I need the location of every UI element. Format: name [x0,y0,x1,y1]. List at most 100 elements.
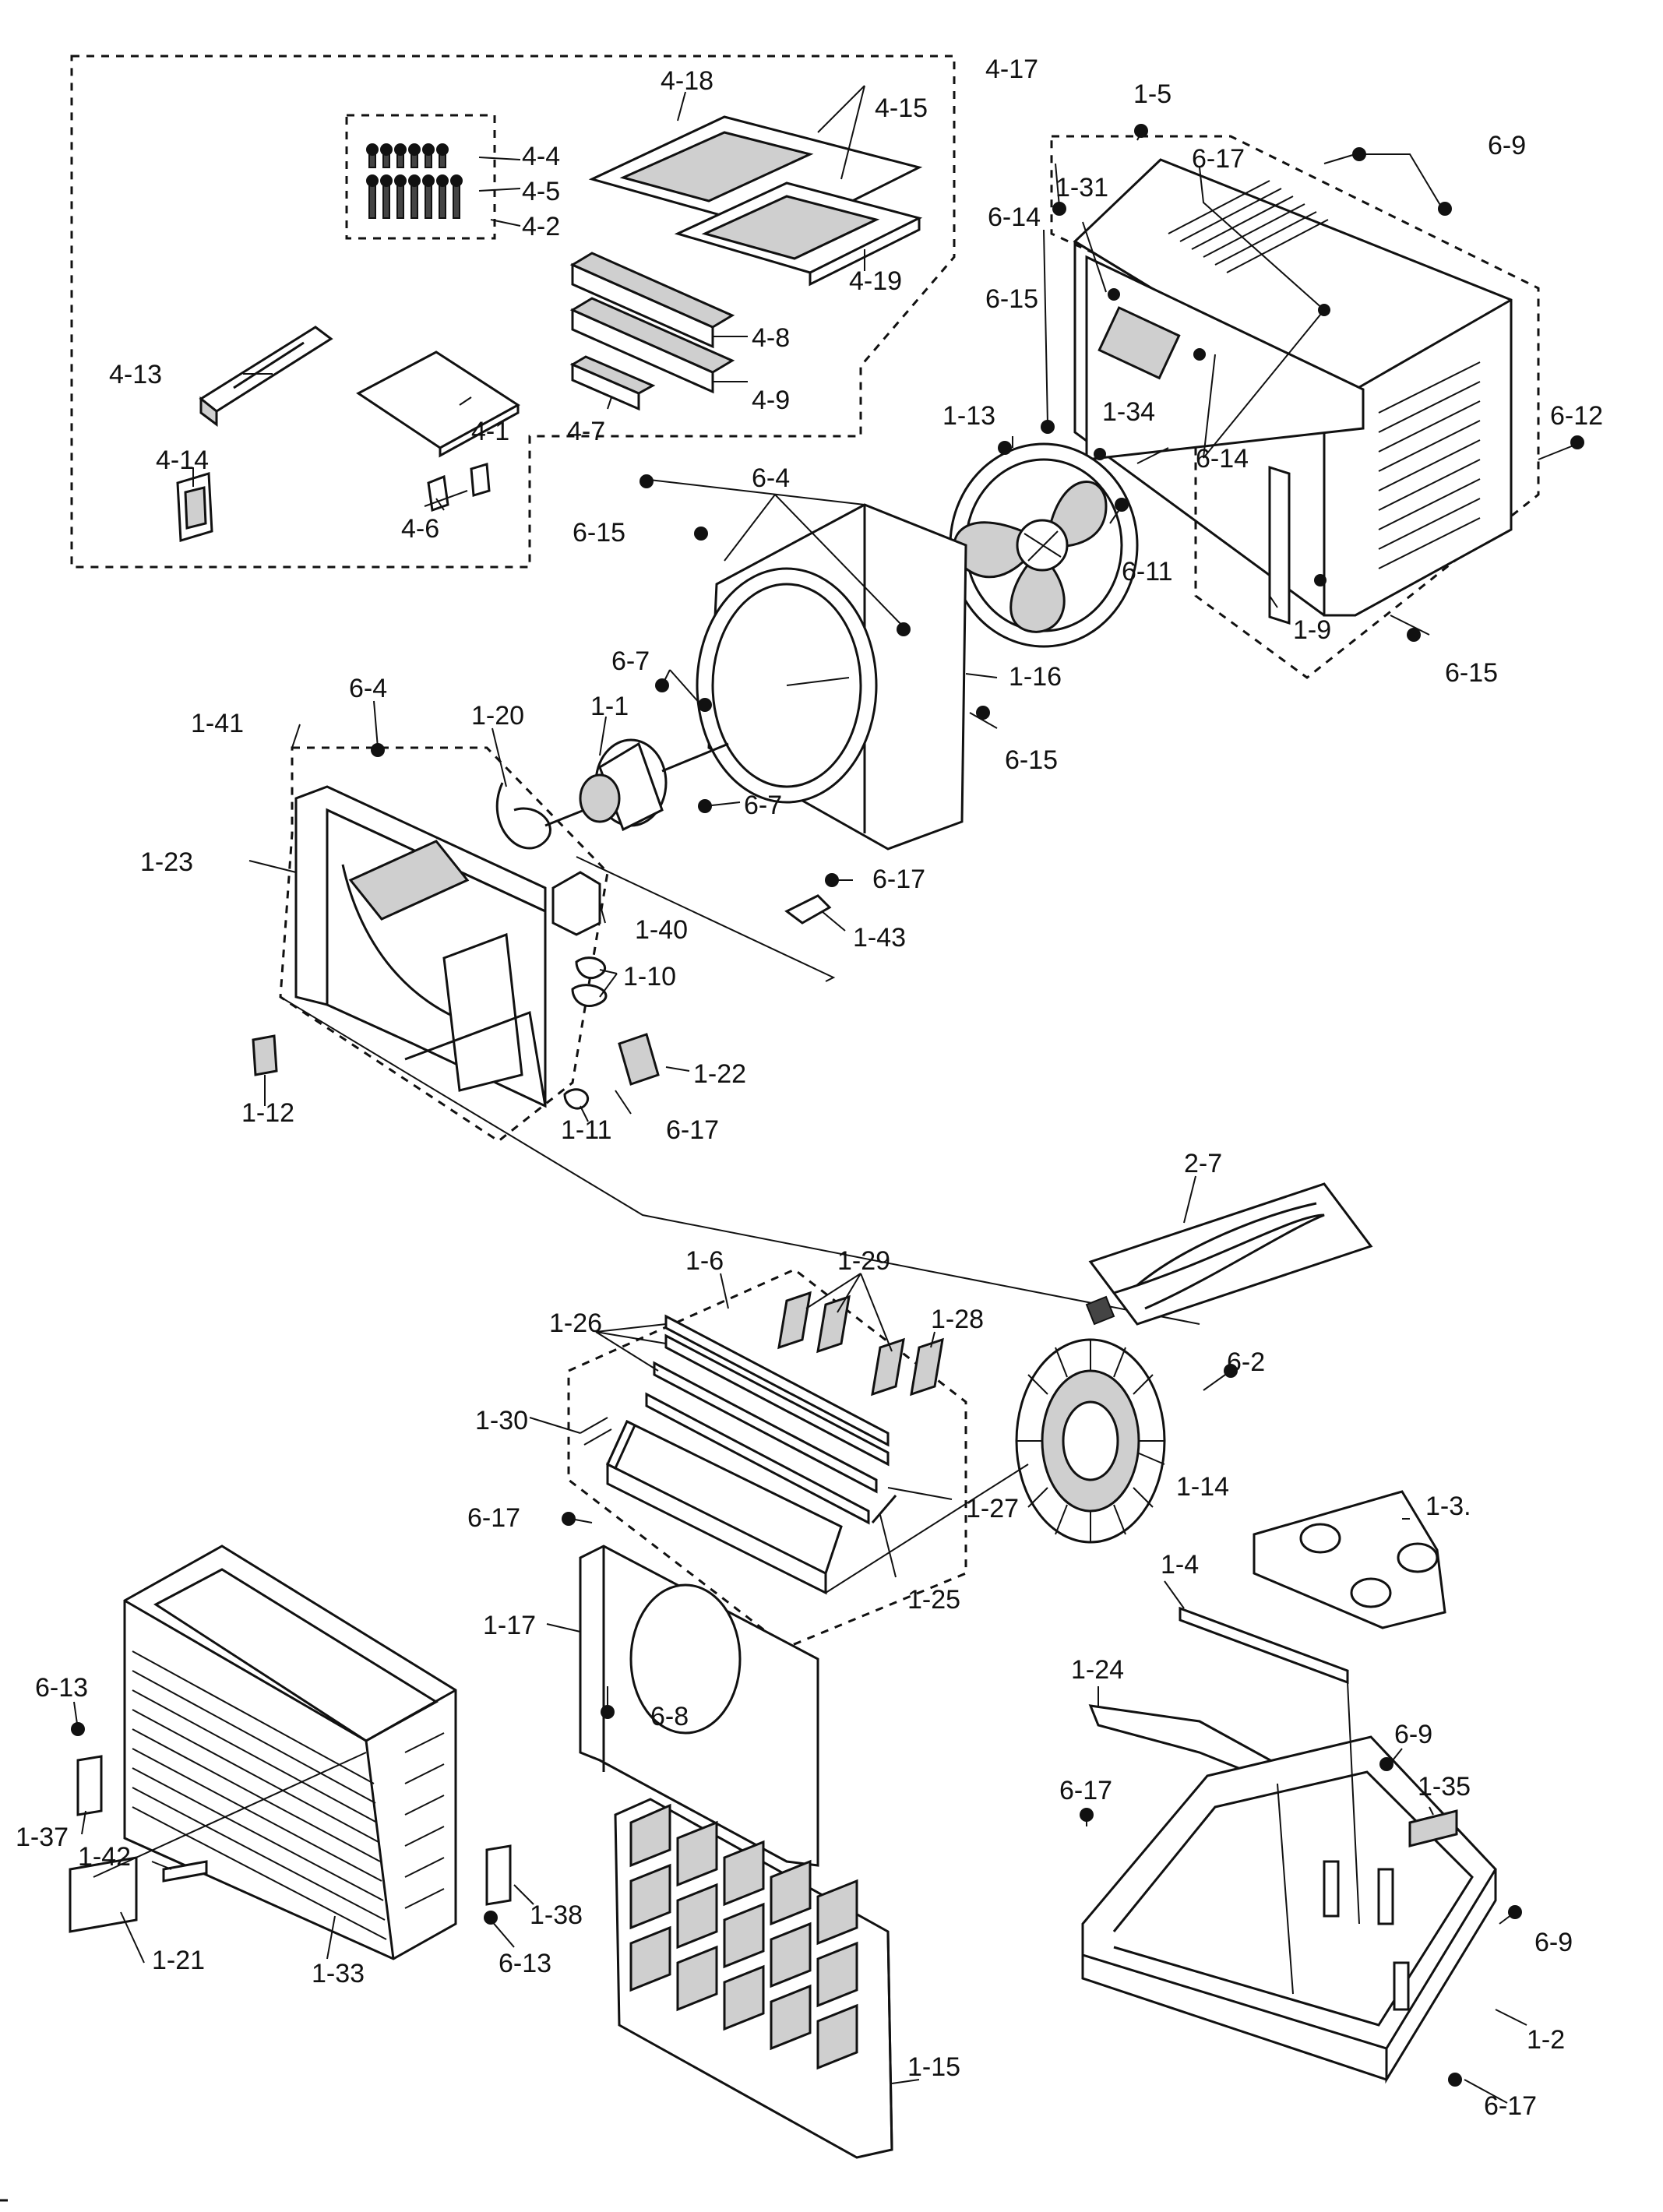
label-6-8: 6-8 [650,1702,689,1731]
label-4-19: 4-19 [849,266,902,296]
label-6-13-b: 6-13 [499,1949,551,1978]
label-1-16: 1-16 [1009,662,1062,692]
label-6-17-c: 6-17 [467,1503,520,1533]
small-parts-cluster [563,894,832,1110]
label-4-14: 4-14 [156,446,209,475]
air-filter [614,1798,893,2159]
label-1-24: 1-24 [1071,1655,1124,1685]
label-1-37: 1-37 [16,1823,69,1852]
label-4-2: 4-2 [522,212,560,241]
label-1-38: 1-38 [530,1900,583,1930]
label-6-17-d: 6-17 [1059,1776,1112,1805]
outer-cabinet-group [1050,135,1540,679]
bulkhead-assembly [252,746,609,1143]
label-6-14-a: 6-14 [988,203,1041,232]
label-6-7-a: 6-7 [611,646,650,676]
label-4-7: 4-7 [567,417,605,446]
label-4-15: 4-15 [875,93,928,123]
label-4-4: 4-4 [522,142,560,171]
base-group [1081,1490,1497,2084]
label-1-15: 1-15 [907,2052,960,2082]
label-1-28: 1-28 [931,1305,984,1334]
remote-holder [176,472,213,542]
label-1-1: 1-1 [590,692,629,721]
part-labels: 4-17 4-18 4-15 4-4 4-5 4-2 4-19 4-8 4-9 … [16,55,1603,2121]
label-1-27: 1-27 [966,1494,1019,1523]
mounting-brackets [424,463,491,512]
label-6-12: 6-12 [1550,401,1603,431]
label-6-2: 6-2 [1227,1347,1265,1377]
label-6-17-top: 6-17 [1192,144,1245,174]
label-6-17-b: 6-17 [666,1115,719,1145]
label-6-17-a: 6-17 [872,865,925,894]
label-6-4-b: 6-4 [349,674,387,703]
label-1-33: 1-33 [312,1959,365,1988]
label-4-8: 4-8 [752,323,790,353]
label-1-23: 1-23 [140,847,193,877]
label-4-18: 4-18 [661,66,713,96]
label-1-31: 1-31 [1055,173,1108,203]
label-4-5: 4-5 [522,177,560,206]
label-4-1: 4-1 [471,417,509,446]
label-1-43: 1-43 [853,923,906,953]
label-1-35: 1-35 [1418,1772,1471,1802]
fan-shroud [696,503,967,851]
fan-motor [544,738,729,832]
label-1-22: 1-22 [693,1059,746,1089]
label-1-21: 1-21 [152,1946,205,1975]
screw-set-4-4 [366,143,449,168]
label-6-17-e: 6-17 [1484,2091,1537,2121]
label-4-13: 4-13 [109,360,162,389]
front-grille [69,1545,512,1960]
foam-strip-4-9 [569,297,735,394]
foam-strip-4-7 [569,355,656,411]
label-1-26: 1-26 [549,1309,602,1338]
label-1-14: 1-14 [1176,1472,1229,1502]
power-cord [1085,1182,1373,1326]
label-6-15-c: 6-15 [1445,658,1498,688]
label-1-10: 1-10 [623,962,676,992]
blower-wheel [1015,1338,1166,1544]
label-6-14-b: 6-14 [1196,444,1249,474]
label-6-13-a: 6-13 [35,1673,88,1703]
label-1-5: 1-5 [1133,79,1171,109]
label-1-12: 1-12 [241,1098,294,1128]
label-1-9: 1-9 [1293,615,1331,645]
label-1-42: 1-42 [78,1842,131,1872]
label-1-13: 1-13 [942,401,995,431]
label-1-41: 1-41 [191,709,244,738]
label-2-7: 2-7 [1184,1149,1222,1178]
foam-strip-4-8 [569,252,735,349]
label-6-4-a: 6-4 [752,463,790,493]
label-1-20: 1-20 [471,701,524,731]
label-4-9: 4-9 [752,386,790,415]
label-1-11: 1-11 [561,1115,612,1145]
label-6-9-b: 6-9 [1394,1720,1432,1749]
label-1-40: 1-40 [635,915,688,945]
blower-panel [579,1545,819,1867]
label-1-3: 1-3. [1425,1492,1471,1521]
window-panel-kit [588,115,923,287]
label-4-17: 4-17 [985,55,1038,84]
label-6-9-c: 6-9 [1534,1928,1573,1957]
label-1-34: 1-34 [1102,397,1155,427]
label-6-15-d: 6-15 [1005,745,1058,775]
label-6-15-b: 6-15 [573,518,625,548]
label-6-11: 6-11 [1122,557,1173,586]
accessory-kit-group [70,55,956,569]
label-1-29: 1-29 [837,1246,890,1276]
label-6-15-a: 6-15 [985,284,1038,314]
remote-control [199,326,333,427]
label-1-4: 1-4 [1161,1550,1199,1580]
label-1-25: 1-25 [907,1585,960,1615]
label-4-6: 4-6 [401,514,439,544]
label-1-2: 1-2 [1527,2025,1565,2055]
label-1-17: 1-17 [483,1611,536,1640]
label-6-7-b: 6-7 [744,791,782,820]
owners-manual [356,350,520,458]
screws [71,124,1584,2087]
leader-lines [73,85,1578,2104]
label-1-6: 1-6 [685,1246,724,1276]
label-6-9-top: 6-9 [1488,131,1526,160]
